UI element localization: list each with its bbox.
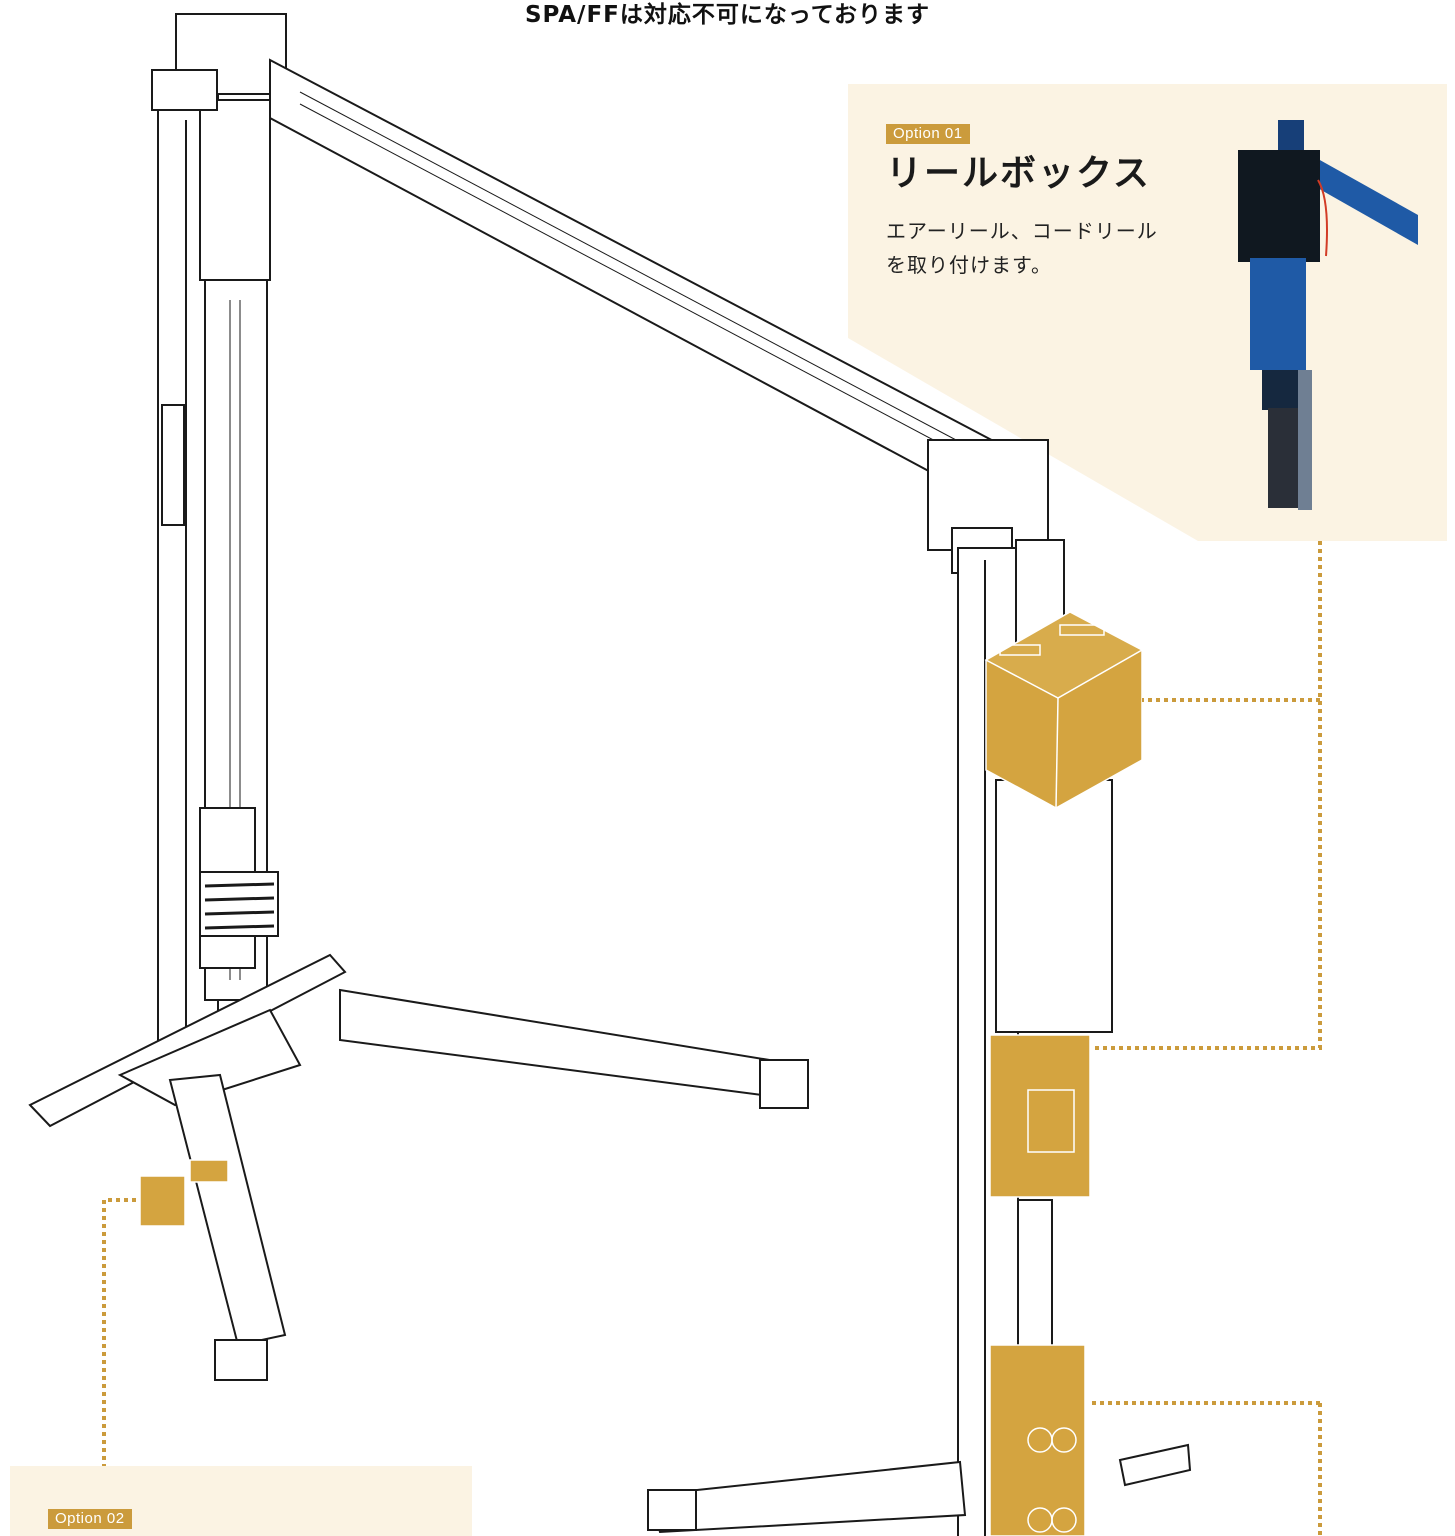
option-01-title: リールボックス bbox=[886, 153, 1151, 194]
lower-panel-highlight bbox=[989, 1034, 1091, 1198]
arm-adapter-highlight bbox=[139, 1159, 229, 1227]
top-beam bbox=[269, 58, 1049, 574]
option-01-description: エアーリール、コードリール を取り付けます。 bbox=[886, 214, 1216, 282]
option-01-description-line-1: エアーリール、コードリール bbox=[886, 219, 1158, 243]
option-01-description-line-2: を取り付けます。 bbox=[886, 253, 1052, 277]
leader-lines bbox=[102, 541, 1322, 1536]
reel-box-highlight bbox=[984, 611, 1144, 809]
option-02-callout: Option 02 bbox=[48, 1508, 348, 1529]
option-02-tag: Option 02 bbox=[48, 1509, 132, 1529]
reel-box-photo bbox=[1223, 118, 1418, 518]
option-01-callout: Option 01 リールボックス エアーリール、コードリール を取り付けます。 bbox=[886, 123, 1216, 282]
option-01-tag: Option 01 bbox=[886, 124, 970, 144]
compatibility-note: SPA/FFは対応不可になっております bbox=[524, 2, 931, 28]
left-post bbox=[151, 13, 287, 1051]
bottom-bracket-highlight bbox=[989, 1344, 1086, 1536]
left-base-and-arms bbox=[28, 953, 809, 1381]
right-base-and-arm bbox=[647, 1443, 1192, 1534]
